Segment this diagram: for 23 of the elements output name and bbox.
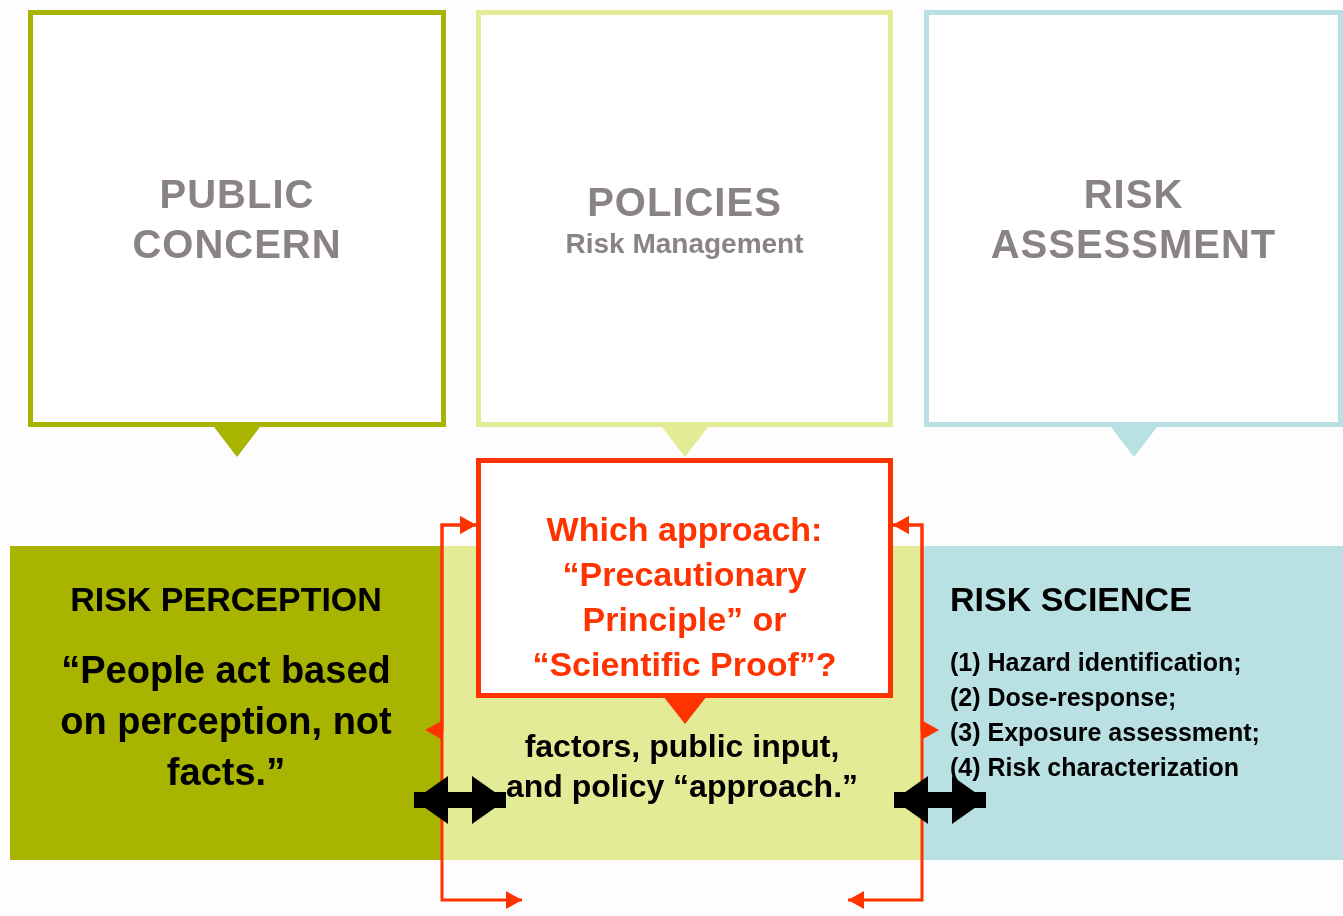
connector-arrow — [440, 516, 522, 909]
panel-heading: RISK SCIENCE — [950, 579, 1193, 620]
box-subtitle: Risk Management — [565, 226, 804, 261]
concept-box — [476, 10, 893, 427]
box-title: RISK ASSESSMENT — [989, 170, 1278, 268]
double-arrow — [414, 776, 506, 824]
list-item: (1) Hazard identification; — [950, 647, 1243, 678]
list-item: (3) Exposure assessment; — [950, 717, 1261, 748]
panel-heading: RISK PERCEPTION — [70, 579, 382, 620]
box-title: PUBLIC CONCERN — [131, 170, 343, 268]
callout-text: Which approach: “Precautionary Principle” or “Scientific Proof”? — [531, 509, 838, 685]
panel-text: factors, public input, and policy “approach.” — [504, 727, 860, 806]
double-arrow — [894, 776, 986, 824]
question-tooltip — [476, 458, 893, 698]
panel-quote: “People act based on perception, not facts.” — [59, 648, 393, 795]
connector-arrow — [848, 516, 924, 909]
info-panel — [10, 546, 442, 860]
concept-box — [924, 10, 1343, 427]
concept-box — [28, 10, 446, 427]
info-panel — [922, 546, 1343, 860]
list-item: (2) Dose-response; — [950, 682, 1178, 713]
box-title: POLICIES — [586, 178, 783, 226]
list-item: (4) Risk characterization — [950, 752, 1240, 783]
